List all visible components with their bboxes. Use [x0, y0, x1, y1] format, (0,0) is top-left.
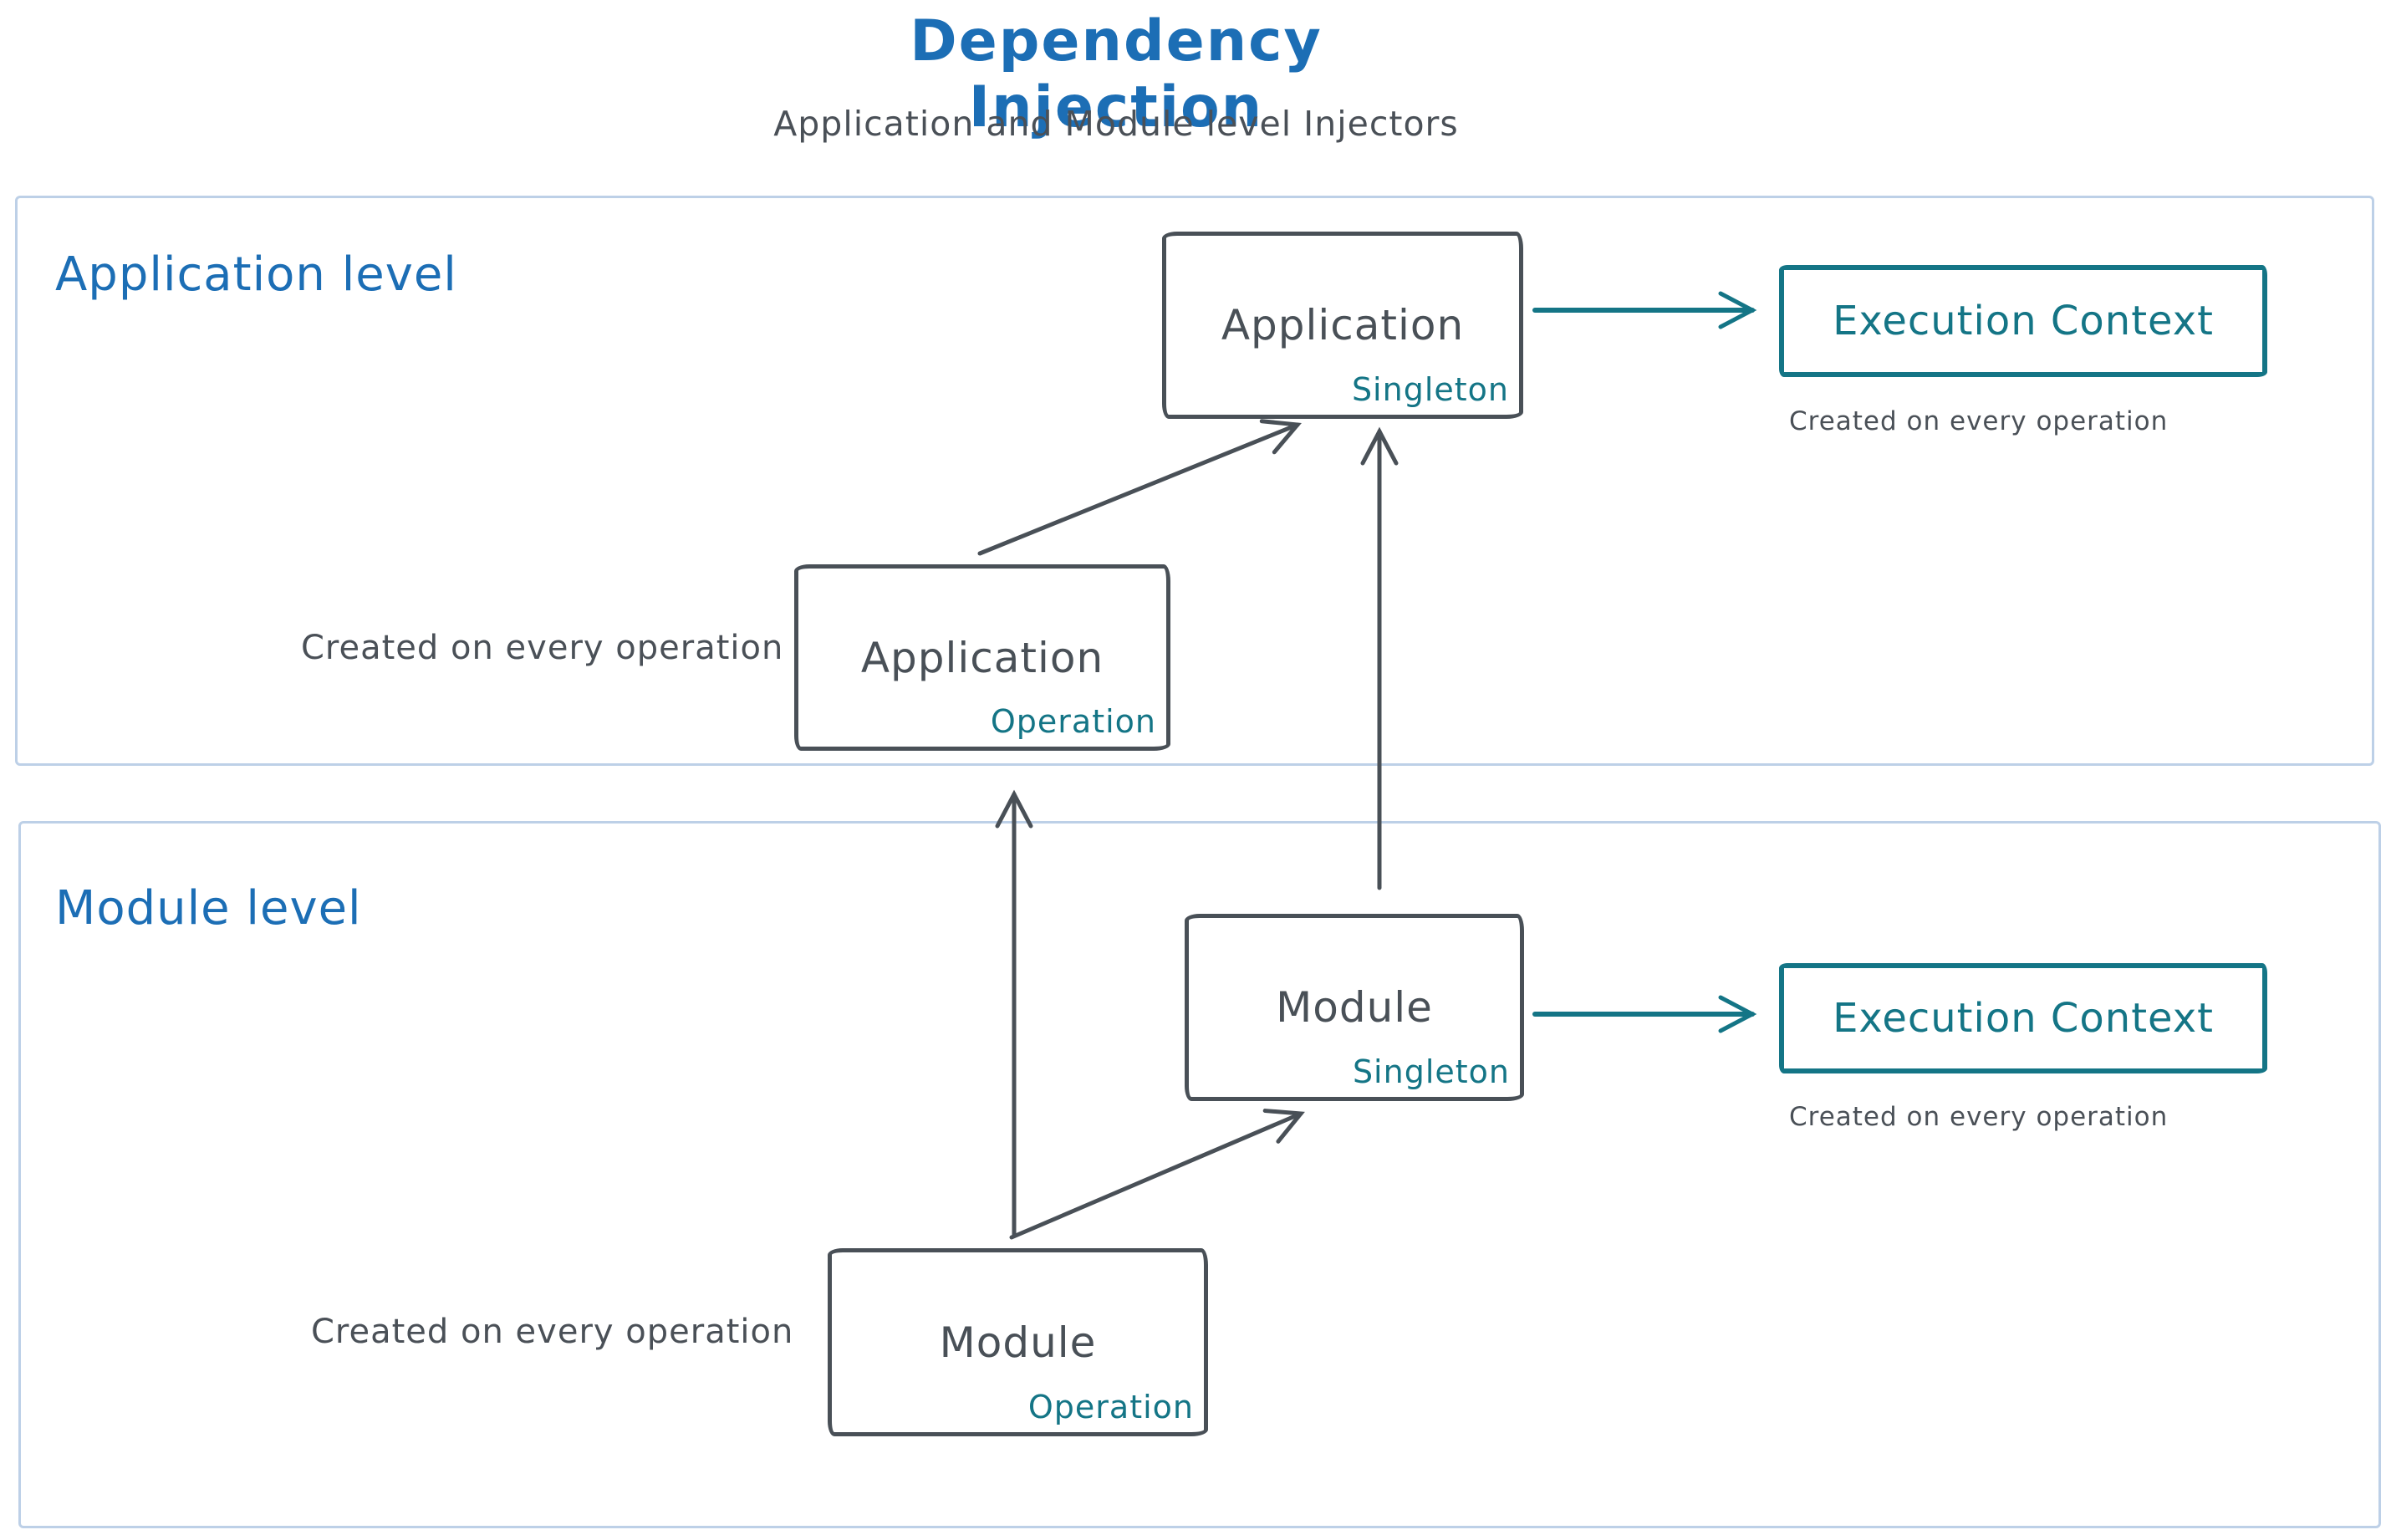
application-singleton-scope: Singleton — [1351, 371, 1509, 408]
module-singleton-name: Module — [1276, 983, 1433, 1032]
application-operation-note: Created on every operation — [301, 629, 784, 667]
module-operation-name: Module — [939, 1318, 1097, 1367]
page-title: Dependency Injection — [910, 8, 1323, 140]
page-subtitle: Application and Module level Injectors — [773, 104, 1459, 144]
module-operation-note: Created on every operation — [311, 1313, 794, 1351]
module-operation-box: Module Operation — [828, 1248, 1208, 1436]
application-operation-box: Application Operation — [794, 564, 1170, 751]
application-level-label: Application level — [55, 247, 457, 302]
application-operation-name: Application — [860, 633, 1104, 682]
application-execution-context-label: Execution Context — [1833, 298, 2214, 344]
module-execution-context-label: Execution Context — [1833, 995, 2214, 1042]
module-level-label: Module level — [55, 881, 362, 936]
application-singleton-name: Application — [1221, 301, 1465, 349]
module-singleton-scope: Singleton — [1352, 1053, 1510, 1090]
module-level-container — [18, 821, 2381, 1528]
module-singleton-box: Module Singleton — [1185, 914, 1524, 1101]
application-execution-context-box: Execution Context — [1779, 265, 2267, 377]
module-operation-scope: Operation — [1027, 1389, 1194, 1425]
application-operation-scope: Operation — [990, 703, 1156, 740]
application-execution-note: Created on every operation — [1789, 406, 2169, 436]
application-singleton-box: Application Singleton — [1162, 232, 1523, 419]
module-execution-context-box: Execution Context — [1779, 963, 2267, 1073]
application-level-container — [15, 196, 2374, 766]
module-execution-note: Created on every operation — [1789, 1102, 2169, 1132]
